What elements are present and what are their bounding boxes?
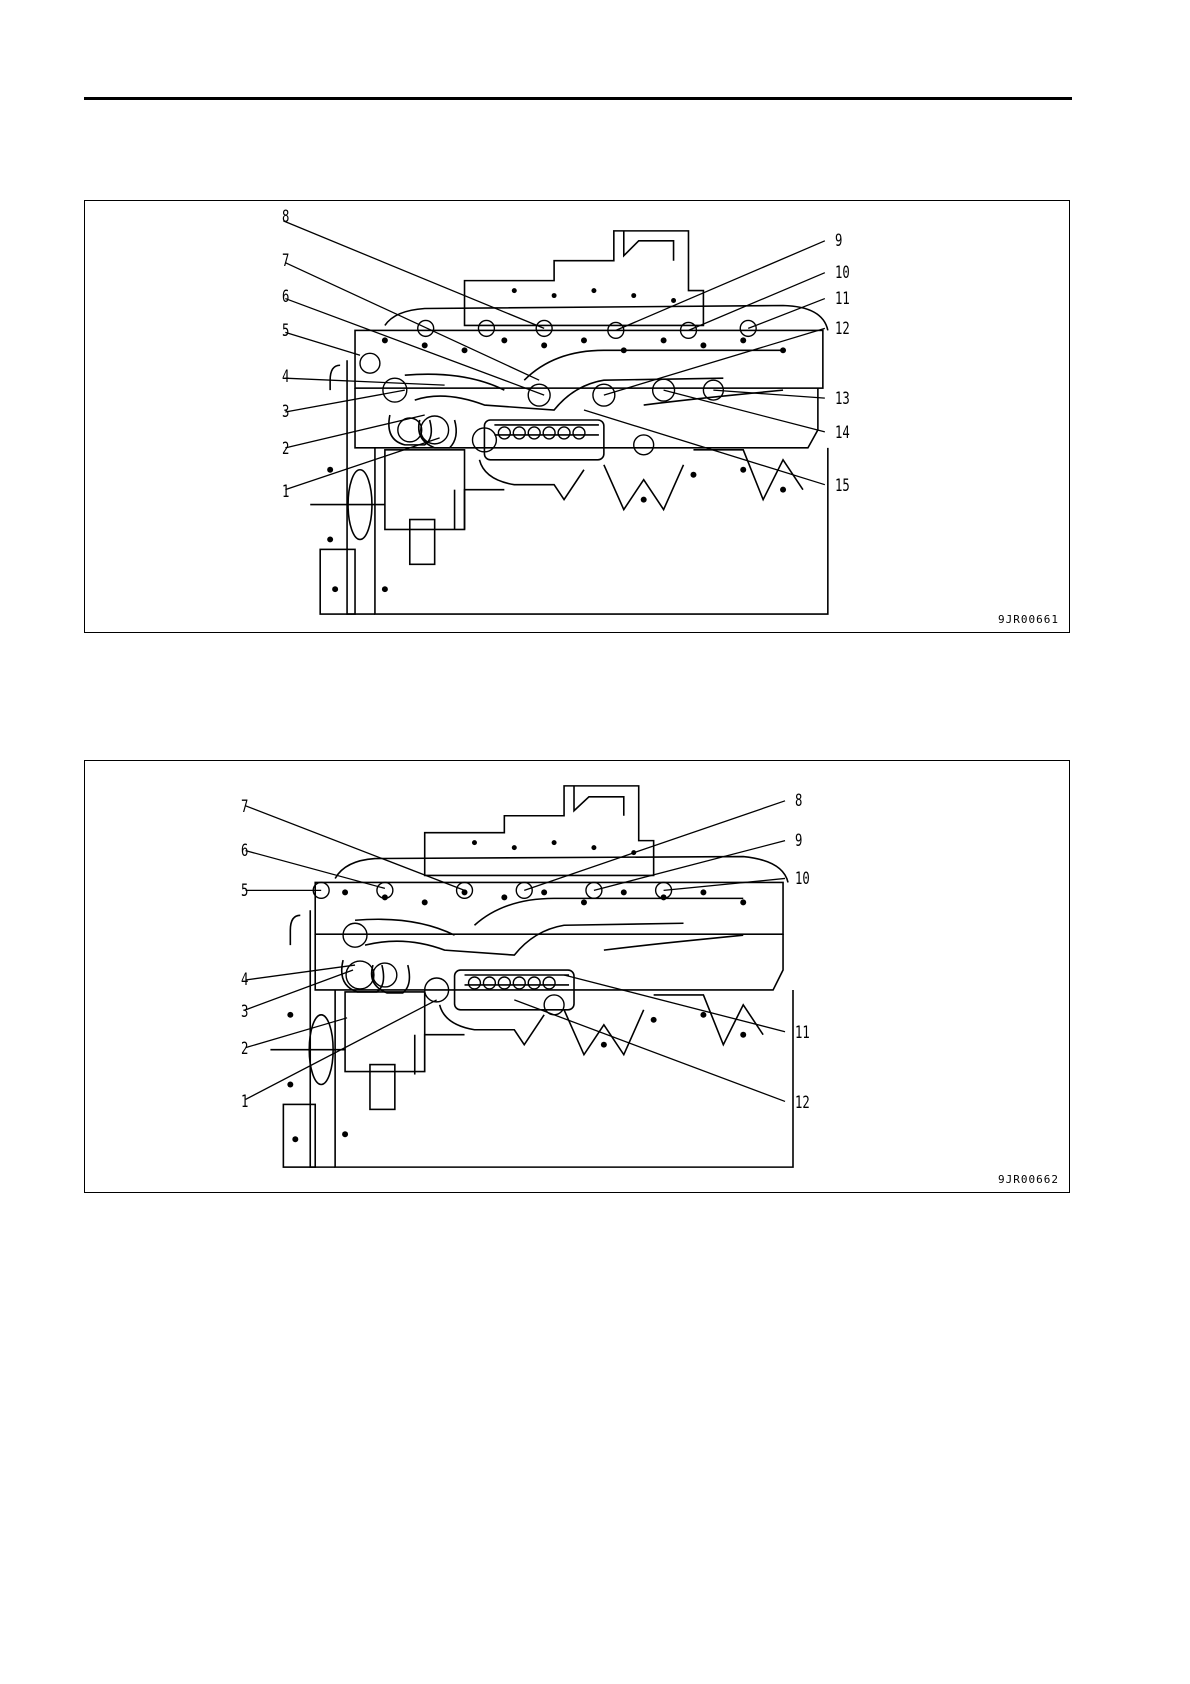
header-rule [84, 97, 1072, 100]
callout-label: 8 [795, 793, 802, 810]
callout-label: 2 [282, 441, 289, 458]
callout-label: 6 [282, 289, 289, 306]
callout-label: 10 [835, 265, 850, 282]
callout-label: 4 [241, 972, 248, 989]
callout-label: 5 [282, 323, 289, 340]
callout-label: 8 [282, 209, 289, 226]
callout-label: 11 [835, 291, 850, 308]
callout-label: 12 [835, 321, 850, 338]
callout-label: 5 [241, 883, 248, 900]
callout-label: 12 [795, 1095, 810, 1112]
callout-label: 4 [282, 369, 289, 386]
figure-code: 9JR00661 [998, 613, 1059, 626]
callout-label: 1 [241, 1094, 248, 1111]
callout-label: 3 [241, 1004, 248, 1021]
callout-label: 10 [795, 871, 810, 888]
callout-label: 7 [241, 799, 248, 816]
callout-label: 2 [241, 1041, 248, 1058]
callout-label: 6 [241, 843, 248, 860]
callout-label: 3 [282, 404, 289, 421]
engine-drawing-2 [85, 761, 1069, 1192]
engine-figure-1: 1 2 3 4 5 6 7 8 9 10 11 12 13 14 15 9JR0… [84, 200, 1070, 633]
engine-figure-2: 1 2 3 4 5 6 7 8 9 10 11 12 9JR00662 [84, 760, 1070, 1193]
callout-label: 14 [835, 425, 850, 442]
figure-code: 9JR00662 [998, 1173, 1059, 1186]
callout-label: 1 [282, 484, 289, 501]
engine-drawing-1 [85, 201, 1069, 632]
callout-label: 9 [795, 833, 802, 850]
callout-label: 9 [835, 233, 842, 250]
callout-label: 15 [835, 478, 850, 495]
callout-label: 11 [795, 1025, 810, 1042]
callout-label: 13 [835, 391, 850, 408]
callout-label: 7 [282, 253, 289, 270]
